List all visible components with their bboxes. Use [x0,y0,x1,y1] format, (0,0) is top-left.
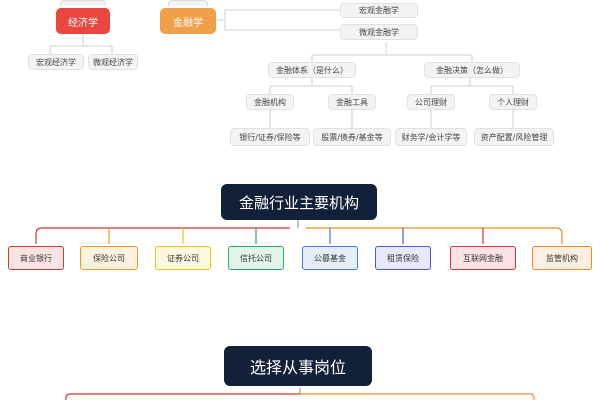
finance-system-node: 金融体系（是什么） [268,62,356,78]
institution-item: 租赁保险 [375,246,431,270]
leaf-corporate: 财务学/会计学等 [395,128,467,146]
institution-item: 保险公司 [80,246,138,270]
finance-child-micro: 微观金融学 [340,24,418,40]
decision-child-personal: 个人理财 [489,94,537,110]
institutions-banner: 金融行业主要机构 [221,184,377,220]
system-child-institutions: 金融机构 [246,94,294,110]
finance-cap [168,0,208,6]
econ-child-micro: 微观经济学 [88,54,138,70]
institution-item: 信托公司 [228,246,284,270]
system-child-tools: 金融工具 [328,94,376,110]
leaf-tools: 股票/债券/基金等 [313,128,391,146]
institution-item: 公募基金 [302,246,358,270]
econ-cap [60,0,106,6]
institution-item: 监管机构 [532,246,592,270]
econ-child-macro: 宏观经济学 [28,54,84,70]
finance-node: 金融学 [160,8,216,34]
institution-item: 商业银行 [8,246,64,270]
institution-item: 互联网金融 [450,246,516,270]
decision-child-corporate: 公司理财 [407,94,455,110]
finance-decision-node: 金融决策（怎么做） [424,62,520,78]
finance-child-macro: 宏观金融学 [340,3,418,18]
institution-item: 证券公司 [155,246,211,270]
econ-node: 经济学 [56,8,110,34]
jobs-banner: 选择从事岗位 [224,346,372,386]
leaf-institutions: 银行/证券/保险等 [230,128,310,146]
leaf-personal: 资产配置/风险管理 [474,128,554,146]
